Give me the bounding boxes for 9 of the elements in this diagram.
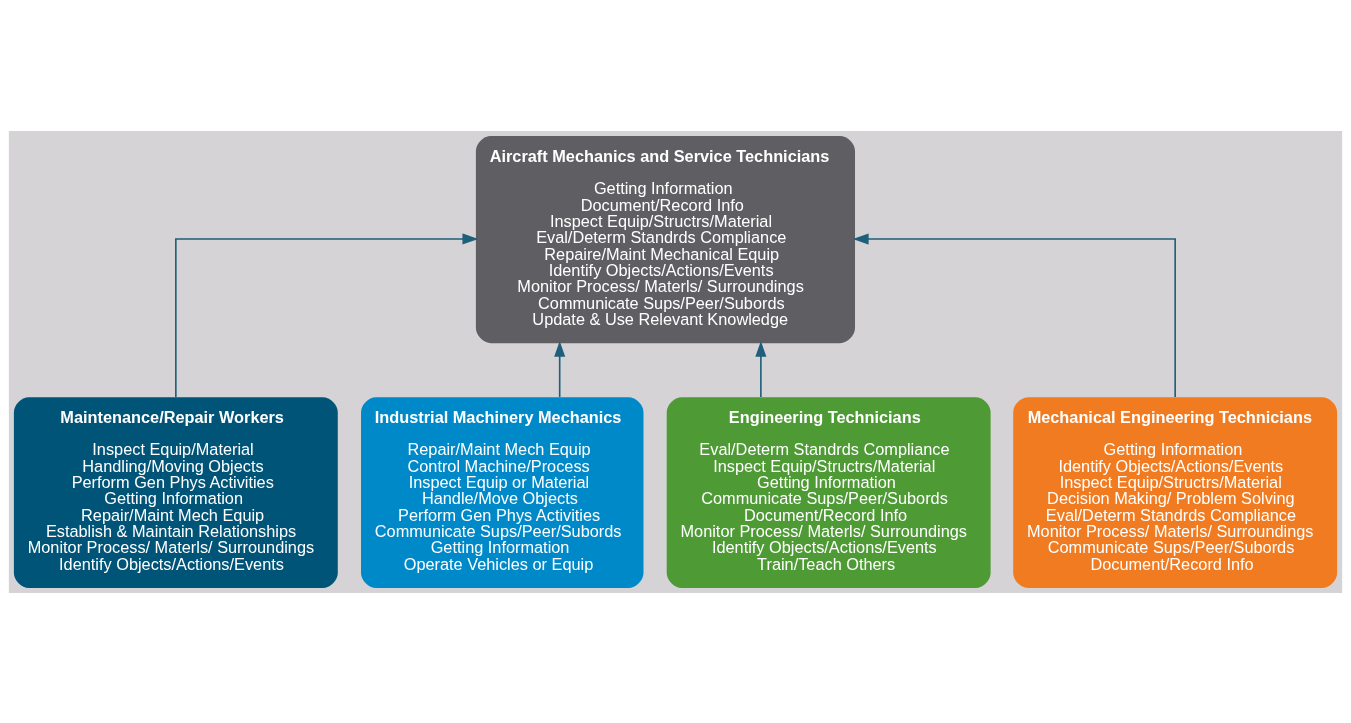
arrow <box>755 340 767 398</box>
node-box: Mechanical Engineering Technicians Getting Information Identify Objects/Actions/Events Inspect Equip/Structrs/Material Decision Making/ Problem Solving Eval/Determ Standrds Compliance Monitor Process/ Materls/ Surroundings Communicate Sups/Peer/Subords Document/Record Info <box>1013 396 1338 588</box>
arrow <box>852 232 1176 398</box>
node-box: Industrial Machinery Mechanics Repair/Maint Mech Equip Control Machine/Process Inspect Equip or Material Handle/Move Objects Perform Gen Phys Activities Communicate Sups/Peer/Subords Getting Information Operate Vehicles or Equip <box>361 396 644 588</box>
node-box: Engineering Technicians Eval/Determ Standrds Compliance Inspect Equip/Structrs/Material Getting Information Communicate Sups/Peer/Subords Document/Record Info Monitor Process/ Materls/ Surroundings Identify Objects/Actions/Events Train/Teach Others <box>666 396 991 588</box>
node-box: Maintenance/Repair Workers Inspect Equip/Material Handling/Moving Objects Perform Gen Phys Activities Getting Information Repair/Maint Mech Equip Establish & Maintain Relationships Monitor Process/ Materls/ Surroundings Identify Objects/Actions/Events <box>13 396 338 588</box>
node-box: Aircraft Mechanics and Service Technicians Getting Information Document/Record Info Inspect Equip/Structrs/Material Eval/Determ Standrds Compliance Repaire/Maint Mechanical Equip Identify Objects/Actions/Events Monitor Process/ Materls/ Surroundings Communicate Sups/Peer/Subords Update & Use Relevant Knowledge <box>475 135 856 343</box>
arrow <box>554 340 566 398</box>
arrow <box>175 232 479 398</box>
